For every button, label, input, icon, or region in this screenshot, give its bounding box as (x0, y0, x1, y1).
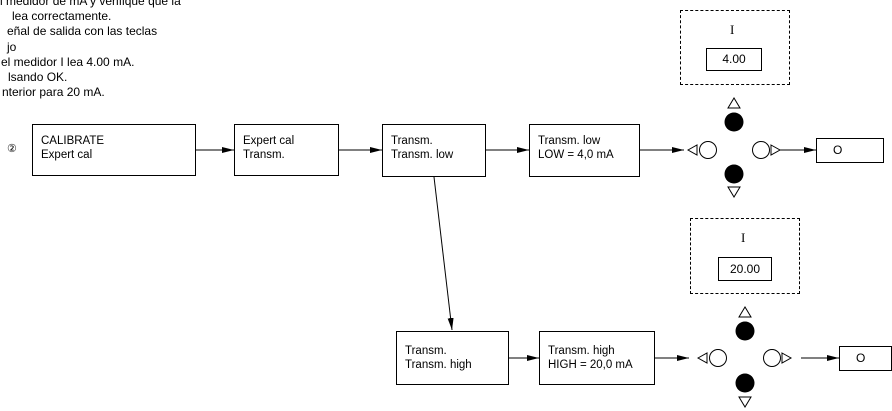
right-triangle-icon (781, 352, 793, 364)
box-line: HIGH = 20,0 mA (548, 359, 633, 371)
meter-low-value: 4.00 (706, 48, 762, 71)
instruction-line: l medidor de mA y verifique que la (0, 0, 181, 8)
instruction-line: lea correctamente. (12, 9, 112, 24)
meter-high-value: 20.00 (718, 257, 772, 281)
step-marker-icon: ② (7, 143, 17, 155)
up-triangle-icon (727, 97, 741, 109)
up-triangle-icon (738, 306, 752, 318)
key-left-button[interactable] (709, 349, 727, 367)
meter-low-frame (680, 10, 790, 85)
meter-high-label: I (741, 230, 746, 245)
meter-high-frame (690, 218, 800, 294)
transm-high-set-box: Transm. high HIGH = 20,0 mA (539, 331, 655, 385)
down-triangle-icon (727, 186, 741, 198)
box-line: Transm. low (391, 149, 454, 161)
instruction-line: el medidor I lea 4.00 mA. (1, 54, 135, 69)
meter-low-label: I (730, 22, 735, 37)
down-triangle-icon (738, 396, 752, 408)
box-line: Expert cal (41, 149, 93, 161)
instruction-line: jo (7, 39, 17, 54)
key-right-button[interactable] (752, 141, 770, 159)
key-down-button[interactable] (735, 373, 755, 393)
output-high-box: O (839, 346, 892, 371)
key-down-button[interactable] (724, 164, 744, 184)
instruction-line: lsando OK. (8, 69, 68, 84)
box-line: Transm. low (538, 135, 601, 147)
keypad-low (686, 97, 782, 198)
key-up-button[interactable] (735, 321, 755, 341)
box-line: Transm. (391, 135, 433, 147)
box-line: CALIBRATE (41, 135, 105, 147)
instructions-text: l medidor de mA y verifique que la lea c… (0, 0, 181, 100)
box-line: Transm. high (548, 345, 615, 357)
output-low-box: O (816, 138, 884, 163)
expert-cal-box: Expert cal Transm. (234, 124, 339, 176)
key-left-button[interactable] (699, 141, 717, 159)
instruction-line: nterior para 20 mA. (2, 85, 105, 100)
box-line: Transm. (243, 149, 285, 161)
right-triangle-icon (770, 144, 782, 156)
instruction-line: eñal de salida con las teclas (7, 24, 158, 39)
transm-low-menu-box: Transm. Transm. low (382, 124, 486, 177)
transm-low-set-box: Transm. low LOW = 4,0 mA (529, 124, 640, 177)
box-line: Transm. (405, 345, 447, 357)
left-triangle-icon (696, 352, 708, 364)
box-line: Expert cal (243, 135, 295, 147)
box-line: Transm. high (405, 359, 472, 371)
arrow-transm-to-high-menu (433, 176, 454, 331)
calibrate-box: CALIBRATE Expert cal (32, 124, 196, 176)
left-triangle-icon (686, 144, 698, 156)
keypad-high (696, 306, 793, 408)
key-up-button[interactable] (724, 112, 744, 132)
key-right-button[interactable] (763, 349, 781, 367)
transm-high-menu-box: Transm. Transm. high (396, 331, 509, 385)
box-line: LOW = 4,0 mA (538, 149, 614, 161)
